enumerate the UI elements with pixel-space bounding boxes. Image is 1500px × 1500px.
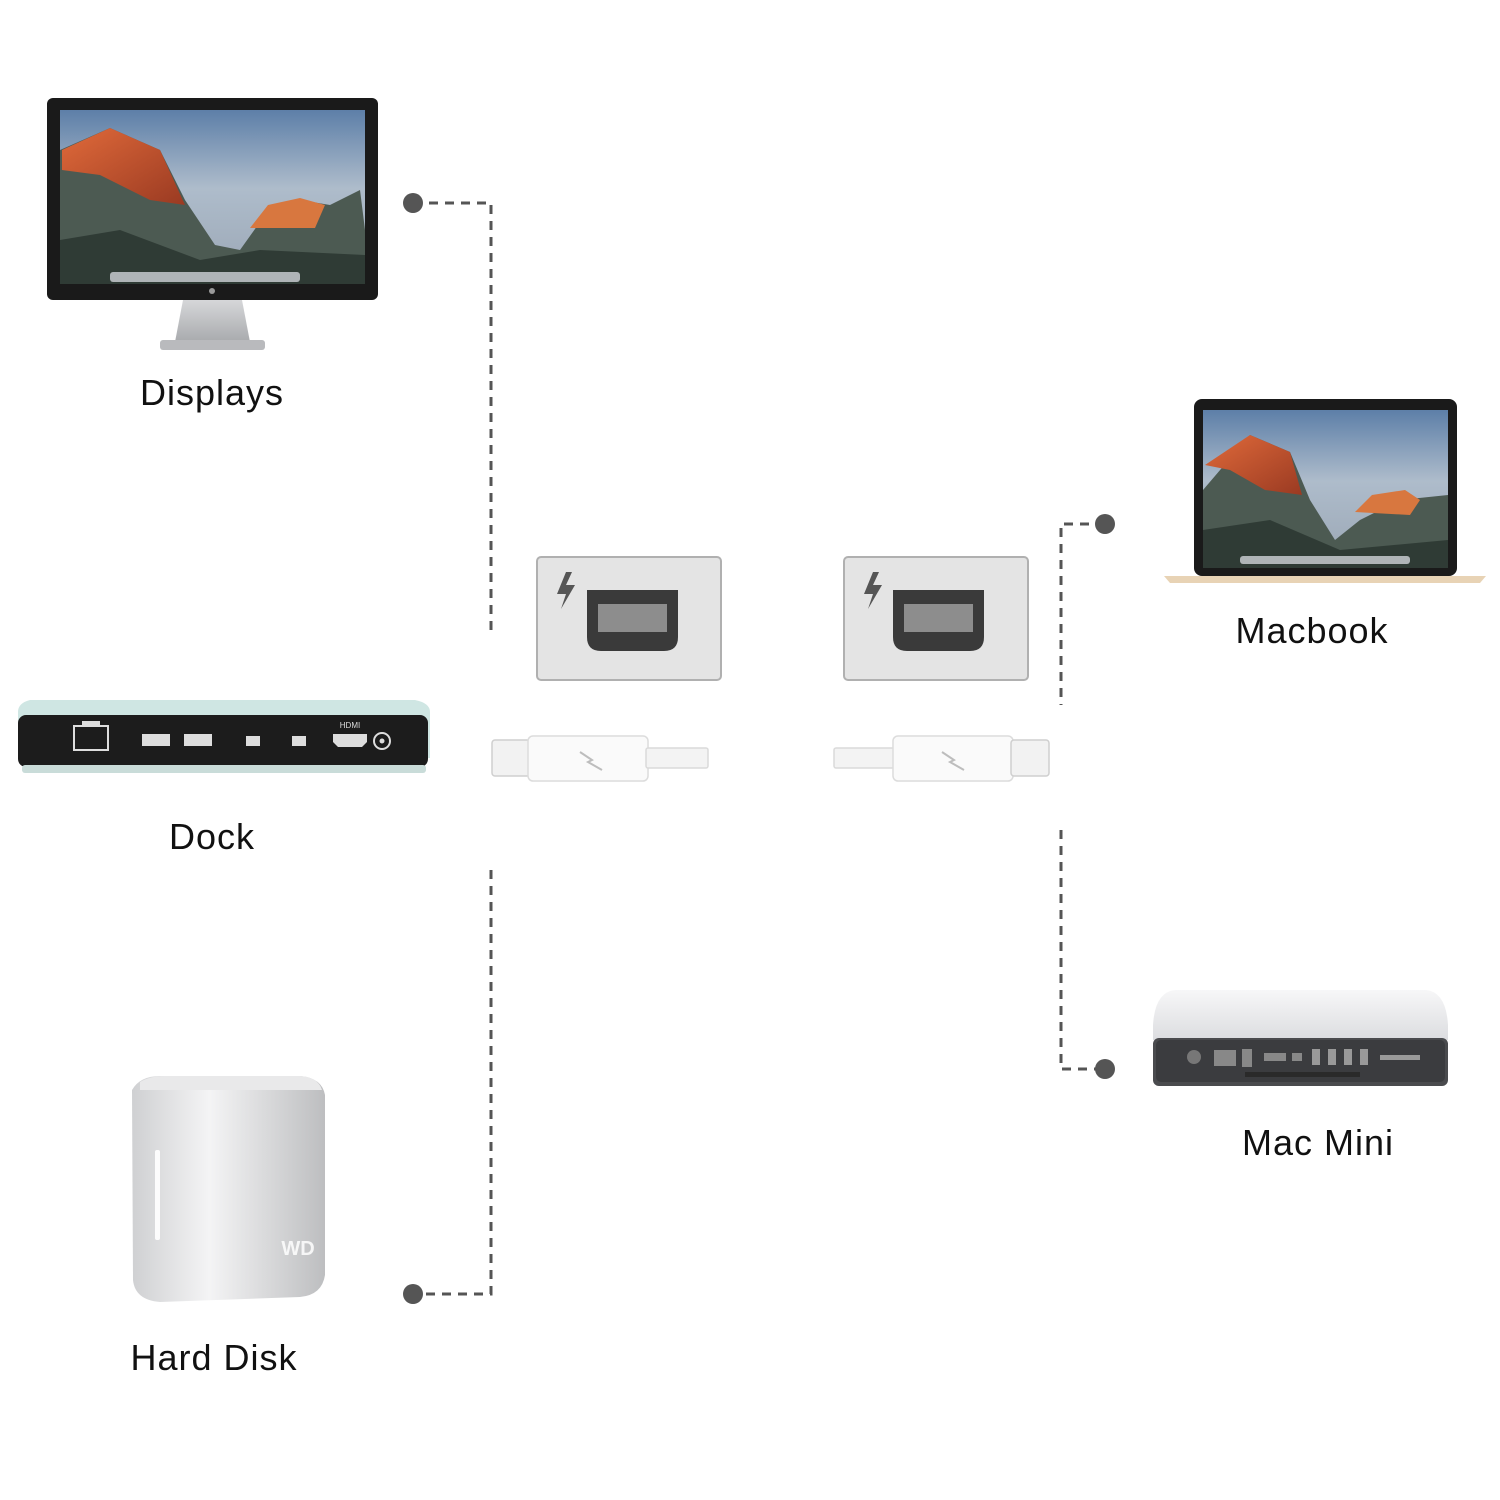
mac-mini-icon — [1153, 990, 1448, 1086]
thunderbolt-cable-icon — [833, 735, 1050, 782]
svg-text:WD: WD — [281, 1238, 314, 1260]
dock-hdmi-label: HDMI — [340, 721, 360, 730]
laptop-icon — [1164, 399, 1486, 583]
thunderbolt-port-icon — [843, 556, 1029, 681]
mac-mini-connector-dot — [1095, 1059, 1115, 1079]
mac-mini-label: Mac Mini — [1241, 1122, 1395, 1163]
thunderbolt-port-icon — [536, 556, 722, 681]
thunderbolt-cable-icon — [491, 735, 709, 782]
displays-connector-dot — [403, 193, 423, 213]
left-connector-lines — [413, 201, 493, 1296]
dock-icon — [18, 700, 430, 773]
hard-disk-label: Hard Disk — [130, 1337, 298, 1378]
macbook-label: Macbook — [1235, 610, 1389, 651]
displays-label: Displays — [139, 372, 285, 413]
right-connector-lines — [1059, 522, 1105, 1071]
hard-disk-icon: WD — [132, 1076, 325, 1302]
display-monitor-icon — [47, 98, 378, 350]
hard-disk-connector-dot — [403, 1284, 423, 1304]
macbook-connector-dot — [1095, 514, 1115, 534]
dock-label: Dock — [168, 816, 256, 857]
